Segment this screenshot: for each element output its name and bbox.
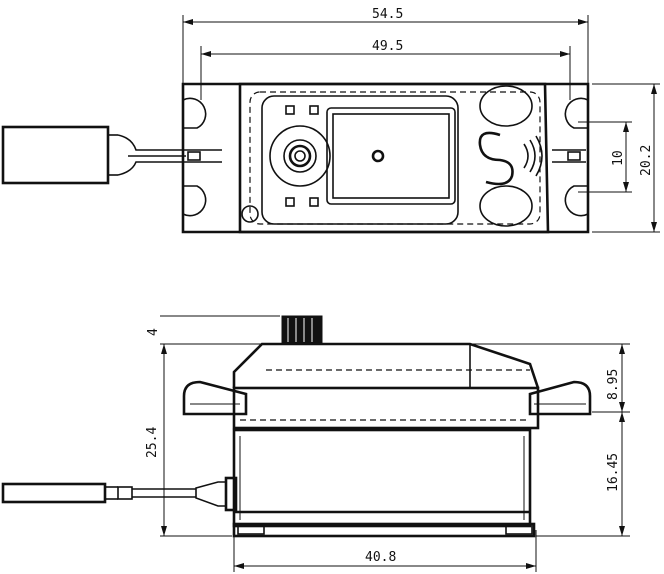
dim-label-case-length: 40.8 — [365, 550, 396, 565]
dim-label-spline-height: 4 — [146, 328, 161, 336]
dimension-total-height: 25.4 — [145, 344, 232, 537]
brand-logo: S — [478, 131, 543, 186]
dim-label-hole-spacing: 49.5 — [372, 39, 403, 54]
connector-side-view — [1, 476, 238, 512]
dimension-width: 20.2 — [592, 83, 660, 233]
case-inner-outline — [249, 91, 541, 225]
output-spline-side — [281, 315, 323, 345]
case-bump-top — [479, 85, 533, 127]
dimension-mount-to-base: 16.45 — [536, 412, 630, 537]
dimension-overall-length: 54.5 — [182, 7, 589, 88]
left-mount-holes — [182, 97, 222, 217]
left-mount-tab — [182, 380, 248, 416]
output-spline-top — [269, 125, 331, 187]
dimension-hole-pitch: 10 — [578, 121, 632, 193]
top-view: 54.5 49.5 — [1, 7, 660, 234]
center-screw — [371, 149, 385, 163]
middle-case — [232, 386, 540, 430]
dimension-hole-spacing: 49.5 — [200, 39, 571, 100]
connector-top-view — [1, 125, 186, 185]
servo-case-top — [238, 82, 550, 234]
dimension-top-to-mount: 8.95 — [472, 343, 630, 413]
dim-label-total-height: 25.4 — [145, 427, 160, 458]
case-bump-bottom — [479, 185, 533, 227]
dim-label-overall-length: 54.5 — [372, 7, 403, 22]
dim-label-hole-pitch: 10 — [611, 150, 626, 166]
dim-label-top-to-mount: 8.95 — [606, 369, 621, 400]
dimension-case-length: 40.8 — [233, 512, 537, 572]
dim-label-mount-to-base: 16.45 — [606, 453, 621, 492]
right-mount-holes — [552, 97, 589, 217]
top-cover — [232, 342, 540, 389]
right-mount-tab — [528, 380, 592, 416]
dimension-spline-height: 4 — [146, 315, 280, 345]
case-screws — [285, 105, 319, 207]
label-panel — [326, 107, 456, 205]
side-view: 4 25.4 8.95 16.45 — [1, 315, 630, 572]
dim-label-width: 20.2 — [639, 145, 654, 176]
